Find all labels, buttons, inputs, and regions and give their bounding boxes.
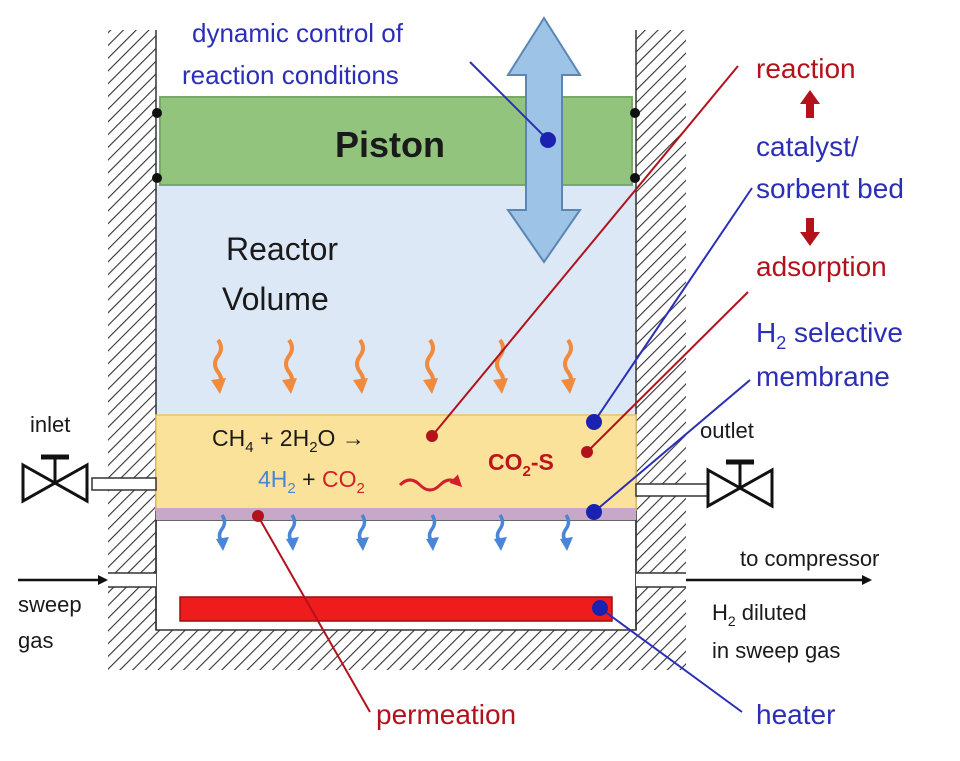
permeate-arrows	[216, 513, 573, 551]
sweep-gas-pipe	[108, 573, 156, 587]
to-compressor-label: to compressor	[740, 546, 879, 571]
callout-lines	[257, 61, 753, 713]
inlet-pipe	[91, 477, 157, 491]
h2-diluted-label: H2 diluted in sweep gas	[712, 600, 840, 663]
reactor-volume-label: Reactor Volume	[222, 231, 347, 317]
reactor-walls	[108, 30, 686, 670]
callout-dots	[252, 132, 608, 616]
reaction-equation-1: CH4 + 2H2O →	[212, 425, 365, 456]
compressor-pipe	[636, 573, 686, 587]
left-wall	[108, 30, 156, 670]
co2-transfer-arrow-icon	[398, 474, 463, 492]
outlet-valve-icon	[706, 459, 774, 509]
heat-flux-arrows	[211, 338, 576, 394]
reaction-equation-2: 4H2 + CO2	[258, 466, 365, 497]
wavy-arrow-icon	[353, 338, 368, 394]
piston-label: Piston	[335, 124, 445, 165]
right-wall	[636, 30, 686, 670]
reaction-adsorption-arrows	[800, 90, 820, 246]
dynamic-control-label: dynamic control of reaction conditions	[182, 18, 410, 90]
adsorption-label: adsorption	[756, 251, 887, 282]
membrane-label: H2 selective membrane	[756, 317, 911, 392]
catalyst-sorbent-bed	[155, 414, 637, 511]
wavy-arrow-icon	[423, 338, 438, 394]
inlet-label: inlet	[30, 412, 70, 437]
heater-label: heater	[756, 699, 835, 730]
permeation-label: permeation	[376, 699, 516, 730]
piston: Piston	[152, 96, 640, 186]
wavy-arrow-icon	[493, 338, 508, 394]
inlet-valve-icon	[21, 454, 89, 504]
wavy-arrow-icon	[561, 338, 576, 394]
wavy-arrow-icon	[282, 338, 297, 394]
catalyst-sorbent-label: catalyst/ sorbent bed	[756, 131, 904, 204]
h2-selective-membrane	[156, 508, 636, 520]
reaction-label: reaction	[756, 53, 856, 84]
sweep-gas-label: sweep gas	[18, 592, 88, 653]
outlet-pipe	[635, 483, 709, 497]
bottom-wall	[108, 630, 686, 670]
heater-element	[179, 596, 613, 622]
outlet-label: outlet	[700, 418, 754, 443]
wavy-arrow-icon	[211, 338, 226, 394]
adsorbed-co2-label: CO2-S	[488, 449, 554, 480]
